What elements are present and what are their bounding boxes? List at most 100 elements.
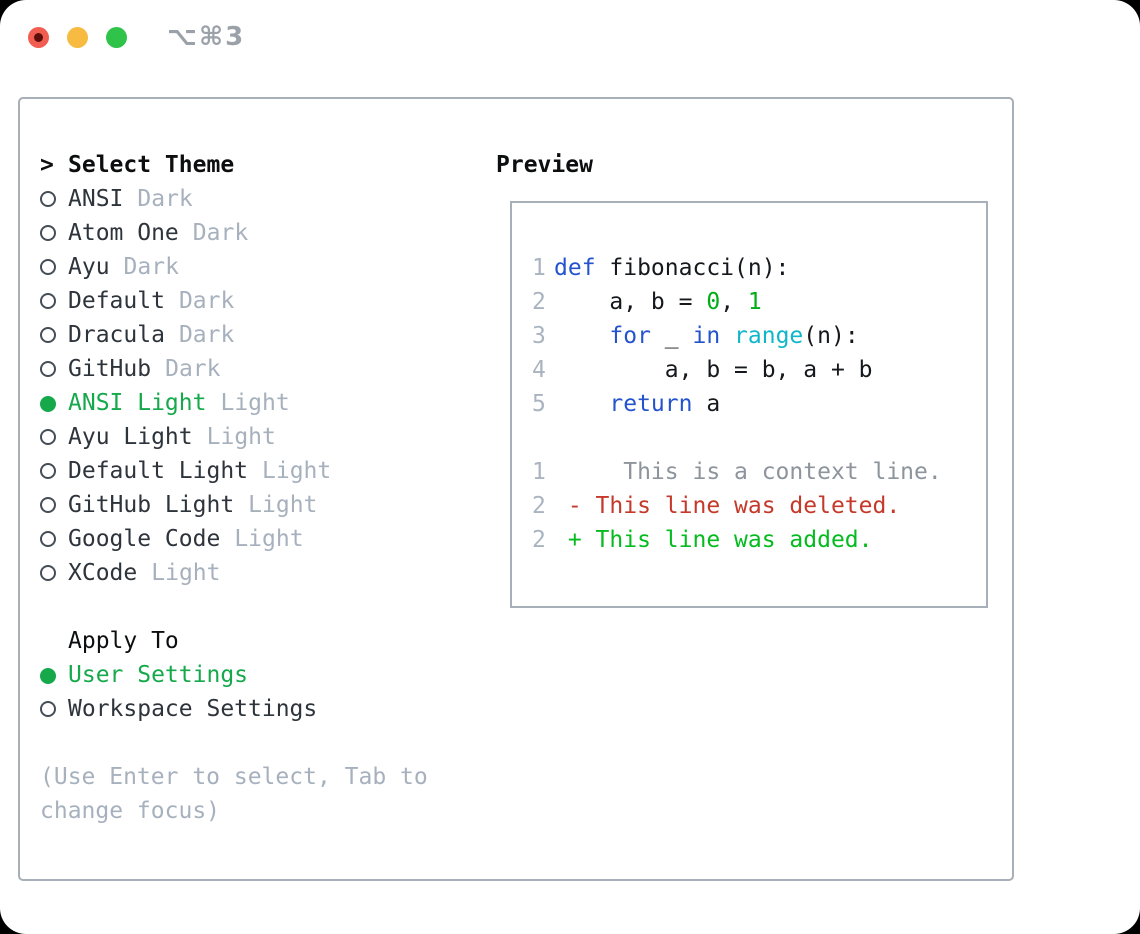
line-number: 4 — [532, 357, 546, 383]
preview-title: Preview — [496, 152, 593, 178]
radio-icon — [40, 352, 68, 386]
apply-option-workspace-settings[interactable]: Workspace Settings — [40, 692, 317, 726]
theme-option-atom-one[interactable]: Atom One Dark — [40, 216, 331, 250]
theme-option-ayu-light[interactable]: Ayu Light Light — [40, 420, 331, 454]
option-tag: Dark — [165, 356, 221, 382]
code-token: a, b = — [554, 289, 707, 315]
close-button[interactable] — [28, 27, 49, 48]
close-dot-icon — [34, 33, 43, 42]
line-number: 3 — [532, 323, 546, 349]
radio-selected-icon — [40, 386, 68, 420]
option-label: Workspace Settings — [68, 696, 318, 722]
theme-list-title-text: Select Theme — [68, 152, 235, 178]
option-label: User Settings — [68, 662, 249, 688]
option-label: Google Code — [68, 526, 221, 552]
window-shortcut-label: ⌥⌘3 — [167, 22, 246, 52]
option-label: Default — [68, 288, 165, 314]
code-token: range — [734, 323, 804, 349]
theme-option-ansi-light[interactable]: ANSI Light Light — [40, 386, 331, 420]
option-tag: Dark — [192, 220, 249, 246]
code-token: def — [554, 255, 596, 281]
code-token: , — [720, 289, 748, 315]
code-line: 2 a, b = 0, 1 — [532, 285, 986, 319]
code-token: _ — [650, 323, 693, 349]
theme-option-github-light[interactable]: GitHub Light Light — [40, 488, 331, 522]
line-number: 5 — [532, 391, 546, 417]
radio-selected-icon — [40, 658, 68, 692]
radio-icon — [40, 182, 68, 216]
radio-icon — [40, 556, 68, 590]
option-label: Ayu Light — [68, 424, 193, 450]
option-tag: Light — [206, 424, 276, 450]
code-token: a, b = b, a + b — [554, 357, 873, 383]
option-label: Default Light — [68, 458, 249, 484]
option-tag: Light — [151, 560, 221, 586]
option-label: GitHub Light — [68, 492, 235, 518]
theme-list-title: > Select Theme — [40, 148, 331, 182]
prompt-icon: > — [40, 152, 54, 178]
line-number: 1 — [532, 255, 546, 281]
option-tag: Dark — [123, 254, 179, 280]
code-token: 1 — [747, 289, 762, 315]
option-label: ANSI — [68, 186, 124, 212]
code-token — [554, 391, 609, 417]
radio-icon — [40, 692, 68, 726]
option-tag: Dark — [178, 322, 235, 348]
code-line: 3 for _ in range(n): — [532, 319, 986, 353]
code-token: + This line was added. — [554, 527, 873, 553]
code-token: - This line was deleted. — [554, 493, 901, 519]
code-line: 4 a, b = b, a + b — [532, 353, 986, 387]
code-token: for — [609, 323, 651, 349]
apply-option-user-settings[interactable]: User Settings — [40, 658, 317, 692]
minimize-button[interactable] — [67, 27, 88, 48]
option-tag: Dark — [137, 186, 193, 212]
theme-option-ansi[interactable]: ANSI Dark — [40, 182, 331, 216]
theme-option-default[interactable]: Default Dark — [40, 284, 331, 318]
option-tag: Light — [248, 492, 318, 518]
line-number: 2 — [532, 289, 546, 315]
code-token: 0 — [706, 289, 721, 315]
radio-icon — [40, 318, 68, 352]
code-token: return — [609, 391, 693, 417]
radio-icon — [40, 216, 68, 250]
option-label: Atom One — [68, 220, 179, 246]
blank-line — [532, 421, 986, 455]
code-token: This is a context line. — [554, 459, 942, 485]
option-tag: Light — [234, 526, 304, 552]
option-label: Dracula — [68, 322, 165, 348]
line-number: 2 — [532, 527, 546, 553]
code-token: (n): — [803, 323, 859, 349]
help-text: (Use Enter to select, Tab to change focu… — [40, 764, 428, 824]
code-line: 5 return a — [532, 387, 986, 421]
line-number: 2 — [532, 493, 546, 519]
radio-icon — [40, 284, 68, 318]
code-token: in — [692, 323, 721, 349]
code-line: 2 + This line was added. — [532, 523, 986, 557]
code-line: 1 This is a context line. — [532, 455, 986, 489]
theme-option-default-light[interactable]: Default Light Light — [40, 454, 331, 488]
code-token — [554, 323, 609, 349]
theme-option-dracula[interactable]: Dracula Dark — [40, 318, 331, 352]
code-token — [720, 323, 734, 349]
radio-icon — [40, 488, 68, 522]
option-tag: Light — [262, 458, 332, 484]
code-line: 2 - This line was deleted. — [532, 489, 986, 523]
option-label: ANSI Light — [68, 390, 207, 416]
code-token: a — [692, 391, 721, 417]
option-tag: Dark — [178, 288, 235, 314]
radio-icon — [40, 420, 68, 454]
theme-option-google-code[interactable]: Google Code Light — [40, 522, 331, 556]
apply-to-title: Apply To — [68, 628, 179, 654]
zoom-button[interactable] — [106, 27, 127, 48]
option-tag: Light — [220, 390, 290, 416]
radio-icon — [40, 522, 68, 556]
